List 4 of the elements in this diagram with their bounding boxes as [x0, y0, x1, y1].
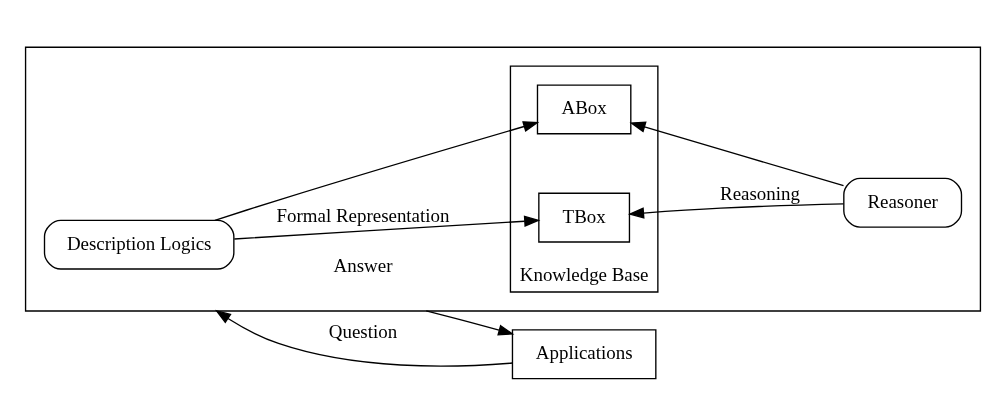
edge-label: Formal Representation — [276, 204, 450, 226]
edge-label: Answer — [333, 255, 393, 277]
edge-label: Reasoning — [720, 183, 800, 205]
edge-label: Question — [328, 321, 398, 343]
